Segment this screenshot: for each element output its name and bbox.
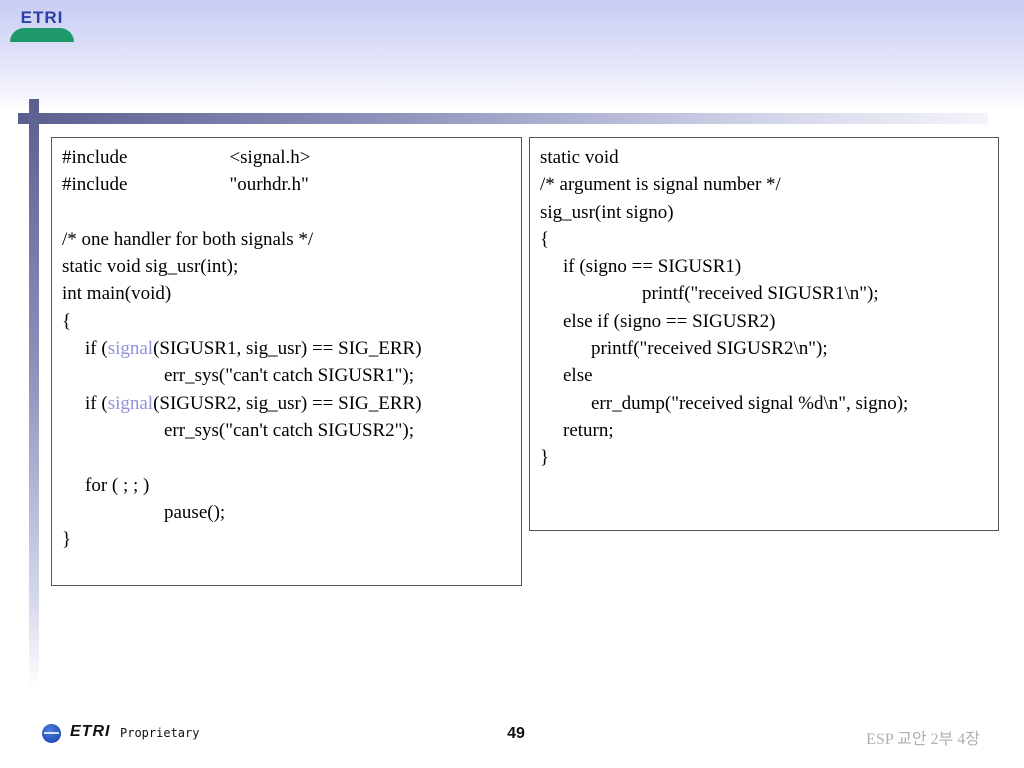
footer: ETRI Proprietary 49 ESP 교안 2부 4장 [0, 718, 1024, 758]
code-text: { [62, 310, 72, 332]
code-text: if ( [85, 338, 108, 360]
code-line: /* one handler for both signals */ [62, 226, 521, 253]
title-bar-horizontal [18, 113, 988, 124]
code-line: else if (signo == SIGUSR2) [540, 308, 998, 335]
code-text: printf("received SIGUSR2\n"); [591, 338, 828, 360]
code-line: #include <signal.h> [62, 144, 521, 171]
code-text: if ( [85, 392, 108, 414]
footer-label: Proprietary [120, 726, 200, 740]
code-text: "ourhdr.h" [229, 174, 309, 196]
code-text: err_dump("received signal %d\n", signo); [591, 392, 909, 414]
code-line: } [540, 444, 998, 471]
code-line: printf("received SIGUSR2\n"); [540, 335, 998, 362]
code-line: int main(void) [62, 280, 521, 307]
code-text: for ( ; ; ) [85, 474, 150, 496]
code-line: pause(); [62, 499, 521, 526]
code-line: #include "ourhdr.h" [62, 171, 521, 198]
code-line: printf("received SIGUSR1\n"); [540, 280, 998, 307]
code-box-handler: static void /* argument is signal number … [529, 137, 999, 531]
code-line: if (signal(SIGUSR2, sig_usr) == SIG_ERR) [62, 390, 521, 417]
code-line: sig_usr(int signo) [540, 199, 998, 226]
code-text: /* argument is signal number */ [540, 174, 781, 196]
code-text: (SIGUSR1, sig_usr) == SIG_ERR) [153, 338, 422, 360]
code-keyword: signal [107, 338, 154, 360]
code-text: else if (signo == SIGUSR2) [563, 310, 776, 332]
code-text: err_sys("can't catch SIGUSR1"); [164, 365, 415, 387]
footer-brand: ETRI [70, 723, 111, 740]
code-text: } [540, 447, 550, 469]
etri-logo: ETRI [8, 8, 76, 42]
code-keyword: signal [107, 392, 154, 414]
code-line: /* argument is signal number */ [540, 171, 998, 198]
code-line: else [540, 362, 998, 389]
title-bar-vertical [29, 99, 39, 689]
code-text: err_sys("can't catch SIGUSR2"); [164, 419, 415, 441]
code-text: int main(void) [62, 283, 172, 305]
code-line: { [540, 226, 998, 253]
code-line: err_sys("can't catch SIGUSR1"); [62, 362, 521, 389]
code-line [62, 199, 521, 226]
logo-text: ETRI [20, 8, 64, 27]
code-line: } [62, 526, 521, 553]
code-text: pause(); [164, 501, 226, 523]
code-text: #include [62, 147, 128, 168]
code-text: return; [563, 419, 614, 441]
code-line: static void sig_usr(int); [62, 253, 521, 280]
code-text: printf("received SIGUSR1\n"); [642, 283, 879, 305]
course-label: ESP 교안 2부 4장 [866, 731, 980, 748]
code-text: #include [62, 174, 128, 196]
globe-icon [42, 724, 61, 743]
code-text: if (signo == SIGUSR1) [563, 256, 742, 278]
header-background [0, 0, 1024, 112]
code-line [62, 444, 521, 471]
code-text: static void sig_usr(int); [62, 256, 239, 278]
code-line: err_dump("received signal %d\n", signo); [540, 390, 998, 417]
code-line: for ( ; ; ) [62, 472, 521, 499]
code-line: if (signal(SIGUSR1, sig_usr) == SIG_ERR) [62, 335, 521, 362]
code-text: static void [540, 147, 619, 168]
logo-arc-icon [10, 28, 74, 42]
code-line: err_sys("can't catch SIGUSR2"); [62, 417, 521, 444]
code-line: static void [540, 144, 998, 171]
code-text: } [62, 529, 72, 551]
code-text: else [563, 365, 593, 387]
code-text: /* one handler for both signals */ [62, 228, 314, 250]
code-line: return; [540, 417, 998, 444]
code-line: { [62, 308, 521, 335]
code-text: (SIGUSR2, sig_usr) == SIG_ERR) [153, 392, 422, 414]
code-text: sig_usr(int signo) [540, 201, 674, 223]
code-text: <signal.h> [229, 147, 311, 168]
code-line: if (signo == SIGUSR1) [540, 253, 998, 280]
code-box-main: #include <signal.h> #include "ourhdr.h" /* o… [51, 137, 522, 586]
code-text: { [540, 228, 550, 250]
page-number: 49 [507, 725, 525, 742]
